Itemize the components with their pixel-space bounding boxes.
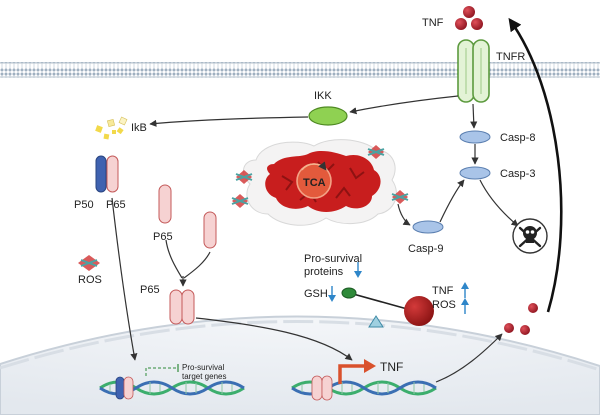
- casp9-protein: [412, 220, 444, 234]
- casp8-protein: [459, 130, 491, 144]
- tnf-secreted-dots: [504, 303, 538, 335]
- casp3-to-death-arrow: [479, 179, 519, 227]
- tnfr-receptor: [457, 39, 490, 103]
- ikk-to-ikb-arrow: [149, 116, 309, 127]
- p50-label: P50: [74, 199, 94, 211]
- gsh-down-arrow-icon: [328, 286, 336, 302]
- ros-left-label: ROS: [78, 274, 102, 286]
- ikk-label: IKK: [314, 90, 332, 102]
- target-genes-label-1: Pro-survival: [182, 363, 224, 372]
- promoter-arrow-icon: [338, 359, 376, 384]
- p50-p65-complex: [95, 155, 119, 193]
- nfkb-to-dna-arrow: [111, 197, 138, 361]
- tnfr-to-ikk-arrow: [349, 95, 459, 115]
- target-genes-inhibit-line: [145, 367, 178, 376]
- ros-left-icon: [78, 255, 100, 271]
- ros-stars-mitochondria: [231, 145, 409, 208]
- gsh-label: GSH: [304, 288, 328, 300]
- casp9-to-casp3-arrow: [439, 179, 465, 223]
- balance-seesaw: [341, 287, 434, 328]
- ikb-label: IkB: [131, 122, 147, 134]
- skull-crossbones-icon: [512, 218, 548, 254]
- p65-monomers: [158, 184, 217, 249]
- p65-dimer: [169, 289, 195, 325]
- tnfr-label: TNFR: [496, 51, 525, 63]
- prosurvival-proteins-label-1: Pro-survival: [304, 253, 362, 265]
- p65-complex-label: P65: [106, 199, 126, 211]
- ros-right-label: ROS: [432, 299, 456, 311]
- ikk-complex: [308, 106, 348, 126]
- p65-merge-left: [165, 239, 183, 279]
- prosurvival-proteins-label-2: proteins: [304, 266, 344, 278]
- p65-dimer-label: P65: [140, 284, 160, 296]
- ikb-degraded-fragments: [95, 116, 128, 140]
- tnf-top-label: TNF: [422, 17, 444, 29]
- casp9-label: Casp-9: [408, 243, 443, 255]
- casp3-protein: [459, 166, 491, 180]
- p65-cytosol-label: P65: [153, 231, 173, 243]
- tnfr-to-casp8-arrow: [470, 103, 478, 129]
- mito-to-casp9-arrow: [397, 203, 411, 226]
- dna-right: [291, 375, 437, 401]
- dna-left: [99, 376, 245, 400]
- plasma-membrane: [0, 62, 600, 78]
- tnf-secretion-arrow: [508, 17, 563, 313]
- tnf-right-label: TNF: [432, 285, 454, 297]
- casp8-label: Casp-8: [500, 132, 535, 144]
- p65-to-tnf-gene-arrow: [195, 317, 353, 361]
- tnf-gene-label: TNF: [380, 360, 403, 374]
- tnf-gene-to-secretion-arrow: [435, 333, 503, 383]
- prosurvival-down-arrow-icon: [354, 262, 362, 278]
- tnf-ligand-extracellular: [455, 6, 483, 30]
- p65-merge-right: [183, 251, 211, 279]
- tnf-ros-up-arrows-icon: [461, 282, 469, 314]
- target-genes-label-2: target genes: [182, 372, 226, 381]
- casp3-label: Casp-3: [500, 168, 535, 180]
- tca-label: TCA: [303, 177, 326, 189]
